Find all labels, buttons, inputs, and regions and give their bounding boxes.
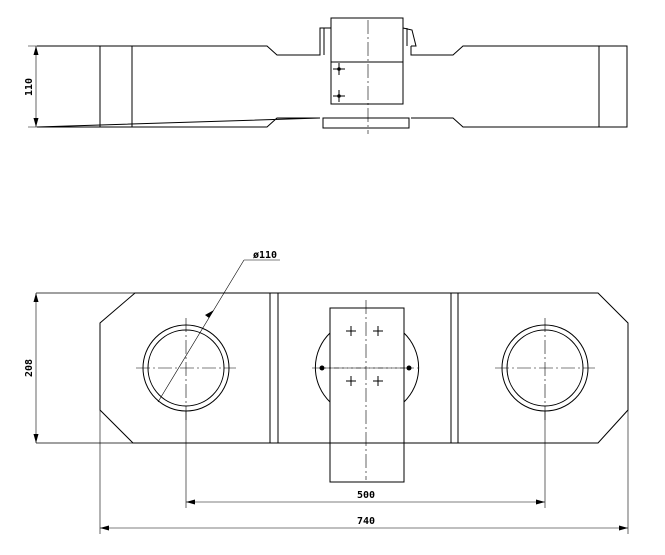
right-pin-hole [495,318,595,420]
top-right-ear [402,27,417,47]
dim-label-diameter: ø110 [253,250,277,261]
top-bolt-marks [333,63,345,102]
front-view: ø110 208 500 740 [24,250,629,534]
front-view-outline [99,292,629,444]
top-view: 110 [24,17,628,134]
dim-label-740: 740 [357,516,375,527]
dim-label-110: 110 [24,78,35,96]
dimension-overall-length: 740 [99,410,629,534]
dim-label-500: 500 [357,490,375,501]
center-boss-right-arc [403,332,420,403]
top-center-block [330,17,404,105]
top-left-ear [319,27,331,55]
center-boss-left-arc [314,332,331,403]
top-bottom-plate [322,117,410,129]
left-pin-hole [136,318,236,420]
dim-label-208: 208 [24,359,35,377]
center-shackle-plate [329,307,405,483]
dimension-height-top: 110 [24,45,98,128]
dimension-height-front: 208 [24,293,39,443]
dimension-hole-spacing: 500 [185,411,546,508]
top-view-outline [36,45,628,128]
dimension-hole-diameter: ø110 [157,250,280,403]
center-plate-bolts [346,326,383,386]
